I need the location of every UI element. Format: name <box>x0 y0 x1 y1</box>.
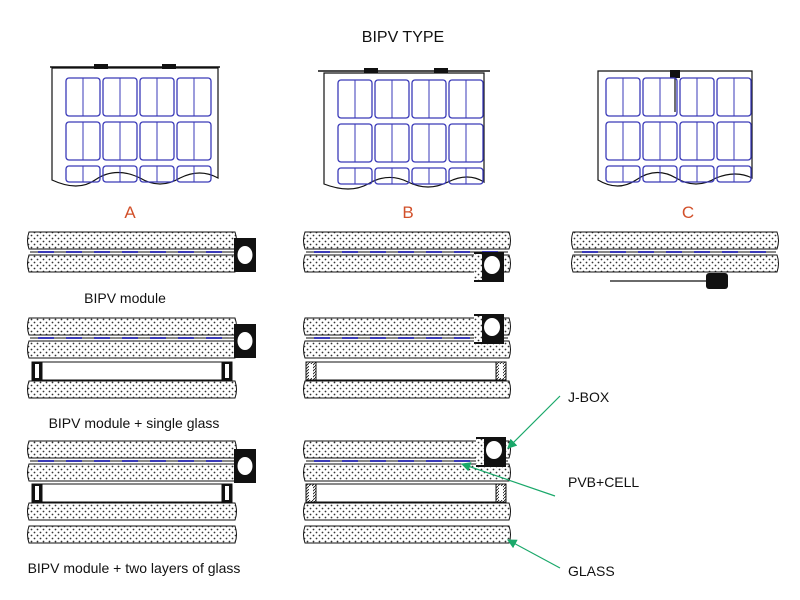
variant-label-a: A <box>124 203 136 222</box>
section-a-double-glass-1 <box>27 502 237 521</box>
variant-label-b: B <box>402 203 413 222</box>
spacer-gap-right <box>225 486 229 500</box>
arrow-jbox <box>507 395 561 449</box>
spacer-gap-right <box>499 486 503 500</box>
section-c-module-bottom-glass <box>571 254 779 273</box>
jbox-hole <box>237 332 253 350</box>
glass-layer <box>27 380 237 399</box>
section-a-module-bottom-glass <box>27 254 237 273</box>
glass-layer <box>303 231 511 250</box>
spacer-gap-left <box>35 364 39 378</box>
glass-layer <box>303 380 511 399</box>
jbox-edge-seal <box>476 439 484 465</box>
section-b-single-module-top-glass <box>303 317 511 336</box>
jbox-hole <box>237 246 253 264</box>
section-b-double-glass-1 <box>303 502 511 521</box>
section-a-single-jbox <box>234 324 256 358</box>
annotation-pvb-cell: PVB+CELL <box>568 474 639 490</box>
jbox-edge-seal <box>474 254 482 280</box>
jbox-body <box>706 273 728 289</box>
spacer-gap-right <box>499 364 503 378</box>
glass-layer <box>303 502 511 521</box>
section-a-double-jbox <box>234 449 256 483</box>
section-b-double-module-bottom-glass <box>303 463 511 482</box>
variant-label-c: C <box>682 203 694 222</box>
annotation-jbox: J-BOX <box>568 389 610 405</box>
section-a-single-module-bottom-glass <box>27 340 237 359</box>
glass-layer <box>303 525 511 544</box>
panel-c-cells <box>605 77 752 183</box>
jbox-hole <box>484 318 500 336</box>
section-b-single-airgap <box>305 361 507 381</box>
section-a-jbox <box>234 238 256 272</box>
jbox-hole <box>484 256 500 274</box>
section-b-module-bottom-glass <box>303 254 511 273</box>
spacer-gap-left <box>309 486 313 500</box>
cross-sections <box>27 231 779 544</box>
section-a-single-module-top-glass <box>27 317 237 336</box>
caption-two-layers-glass: BIPV module + two layers of glass <box>28 560 241 576</box>
section-a-double-module-bottom-glass <box>27 463 237 482</box>
glass-layer <box>303 463 511 482</box>
section-a-double-module-top-glass <box>27 440 237 459</box>
glass-layer <box>27 254 237 273</box>
spacer-gap-left <box>309 364 313 378</box>
section-b-double-airgap <box>305 483 507 503</box>
glass-layer <box>303 317 511 336</box>
section-c-module-top-glass <box>571 231 779 250</box>
glass-layer <box>27 463 237 482</box>
glass-layer <box>571 254 779 273</box>
section-a-single-glass <box>27 380 237 399</box>
section-b-module-top-glass <box>303 231 511 250</box>
panel-b-front-view <box>318 68 490 190</box>
section-b-single-jbox <box>474 314 504 344</box>
section-b-jbox <box>474 252 504 282</box>
glass-layer <box>27 317 237 336</box>
glass-layer <box>27 340 237 359</box>
section-b-single-module-bottom-glass <box>303 340 511 359</box>
glass-layer <box>571 231 779 250</box>
caption-bipv-module: BIPV module <box>84 290 166 306</box>
glass-layer <box>27 525 237 544</box>
spacer-gap-right <box>225 364 229 378</box>
section-a-double-glass-2 <box>27 525 237 544</box>
section-b-double-jbox <box>476 437 506 467</box>
glass-layer <box>27 502 237 521</box>
glass-layer <box>303 254 511 273</box>
section-b-single-glass <box>303 380 511 399</box>
arrow-pvb-cell <box>460 462 556 497</box>
glass-layer <box>27 231 237 250</box>
section-a-double-airgap <box>31 483 233 503</box>
jbox-edge-seal <box>474 316 482 342</box>
jbox-hole <box>237 457 253 475</box>
section-c-jbox <box>610 273 728 289</box>
panel-a-cells <box>65 77 212 183</box>
panel-c-front-view <box>597 70 753 187</box>
jbox-hole <box>486 441 502 459</box>
section-b-double-glass-2 <box>303 525 511 544</box>
glass-layer <box>27 440 237 459</box>
spacer-gap-left <box>35 486 39 500</box>
annotation-glass: GLASS <box>568 563 615 579</box>
section-a-module-top-glass <box>27 231 237 250</box>
glass-layer <box>303 340 511 359</box>
caption-single-glass: BIPV module + single glass <box>49 415 220 431</box>
arrow-glass <box>506 539 561 569</box>
panel-b-cells <box>337 79 484 185</box>
section-a-single-airgap <box>31 361 233 381</box>
diagram-title: BIPV TYPE <box>362 29 444 46</box>
